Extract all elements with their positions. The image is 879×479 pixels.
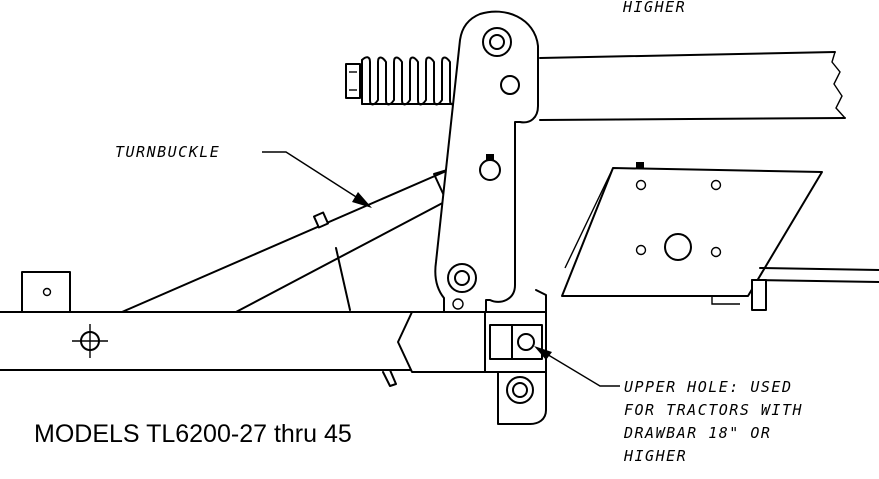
link-arm <box>434 10 539 313</box>
right-mount-plate <box>561 162 879 311</box>
lower-frame-beam <box>0 271 413 387</box>
models-title: MODELS TL6200-27 thru 45 <box>34 420 352 448</box>
upper-frame-tube <box>539 51 846 121</box>
upper-hole-label-line-4: HIGHER <box>623 447 687 465</box>
hitch-clevis <box>397 289 547 425</box>
upper-hole-label-line-1: UPPER HOLE: USED <box>624 378 793 396</box>
turnbuckle-rod <box>121 167 463 313</box>
turnbuckle-leader <box>262 151 372 208</box>
upper-hole-label-line-3: DRAWBAR 18" OR <box>623 424 771 442</box>
turnbuckle-label: TURNBUCKLE <box>115 143 220 161</box>
top-higher-label: HIGHER <box>622 0 686 16</box>
coil-spring <box>345 56 467 106</box>
upper-hole-leader <box>534 346 620 387</box>
upper-hole-label-line-2: FOR TRACTORS WITH <box>624 401 803 419</box>
